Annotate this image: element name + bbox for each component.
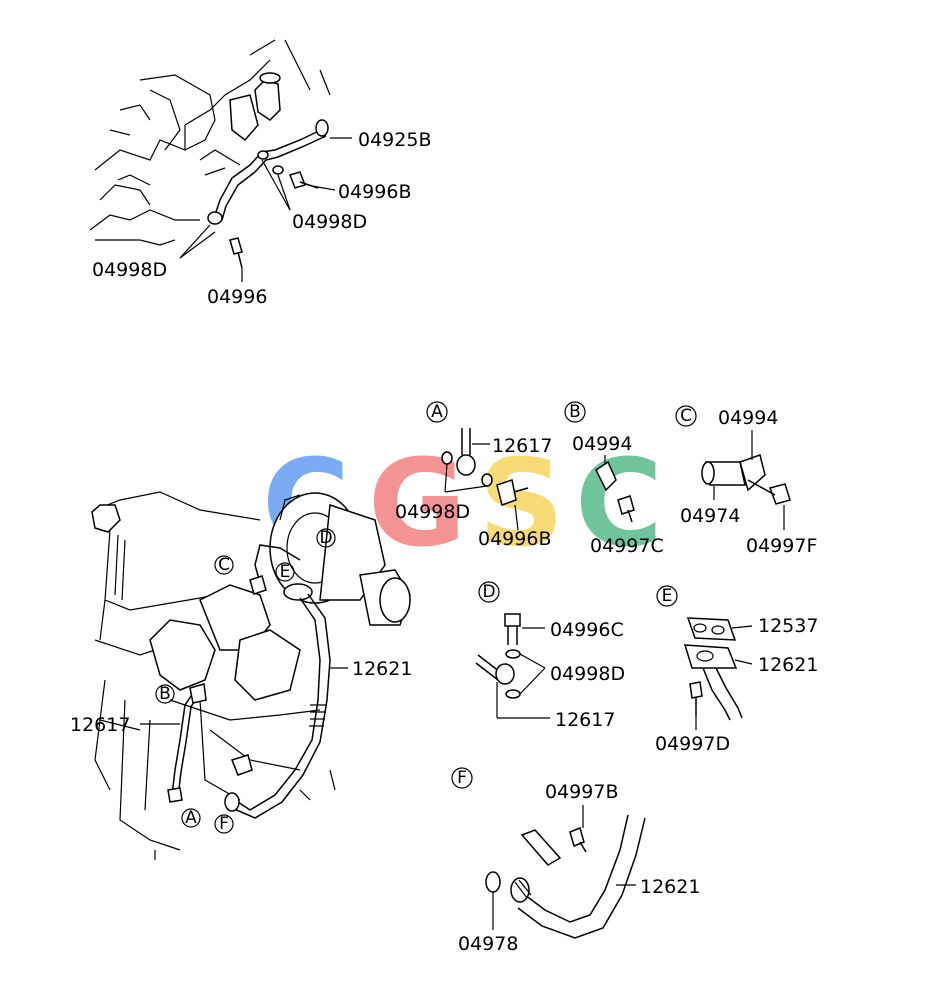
section-letter: C (680, 406, 692, 426)
section-marker-c (214, 555, 234, 575)
detail-e: E (656, 585, 753, 730)
label-04998d: 04998D (92, 259, 167, 281)
section-letter: B (159, 684, 171, 704)
section-letter: C (218, 555, 230, 575)
label-04994: 04994 (572, 433, 632, 455)
detail-c: C (675, 405, 791, 530)
label-12617: 12617 (492, 435, 552, 457)
label-12537: 12537 (758, 615, 818, 637)
label-12621: 12621 (640, 876, 700, 898)
label-04974: 04974 (680, 505, 740, 527)
section-letter: F (457, 768, 467, 788)
section-letter: E (280, 562, 291, 582)
label-04997b: 04997B (545, 781, 618, 803)
detail-b: B (564, 401, 635, 523)
section-marker-b (155, 684, 175, 704)
section-marker-c (675, 405, 697, 427)
label-04996c: 04996C (550, 619, 624, 641)
label-04997d: 04997D (655, 733, 730, 755)
label-04925b: 04925B (358, 129, 431, 151)
label-04998d: 04998D (550, 663, 625, 685)
section-marker-d (478, 581, 500, 603)
label-04998d: 04998D (395, 501, 470, 523)
section-marker-e (656, 585, 678, 607)
section-marker-e (275, 562, 295, 582)
label-12617: 12617 (555, 709, 615, 731)
section-marker-f (214, 814, 234, 834)
detail-a: A (426, 401, 529, 531)
detail-f: F (451, 767, 646, 939)
label-12621: 12621 (352, 658, 412, 680)
section-letter: A (185, 808, 197, 828)
label-04997c: 04997C (590, 535, 664, 557)
label-04996b: 04996B (478, 528, 551, 550)
section-letter: A (431, 402, 443, 422)
top-engine-drawing (89, 39, 352, 282)
label-04994: 04994 (718, 407, 778, 429)
label-04998d: 04998D (292, 211, 367, 233)
label-12617: 12617 (70, 714, 130, 736)
section-letter: F (219, 814, 229, 834)
watermark-letter: S (478, 435, 564, 574)
main-section-markers: D C E B A F (155, 528, 336, 834)
section-letter: B (569, 402, 581, 422)
main-engine-drawing (91, 491, 411, 860)
section-letter: D (319, 528, 332, 548)
section-marker-d (316, 528, 336, 548)
label-04996: 04996 (207, 286, 267, 308)
label-04997f: 04997F (746, 535, 817, 557)
section-letter: D (482, 582, 495, 602)
section-letter: E (662, 586, 673, 606)
section-marker-b (564, 401, 586, 423)
section-marker-a (426, 401, 448, 423)
label-04978: 04978 (458, 933, 518, 955)
label-04996b: 04996B (338, 181, 411, 203)
detail-d: D (475, 581, 550, 719)
section-marker-a (181, 808, 201, 828)
section-marker-f (451, 767, 473, 789)
label-12621: 12621 (758, 654, 818, 676)
